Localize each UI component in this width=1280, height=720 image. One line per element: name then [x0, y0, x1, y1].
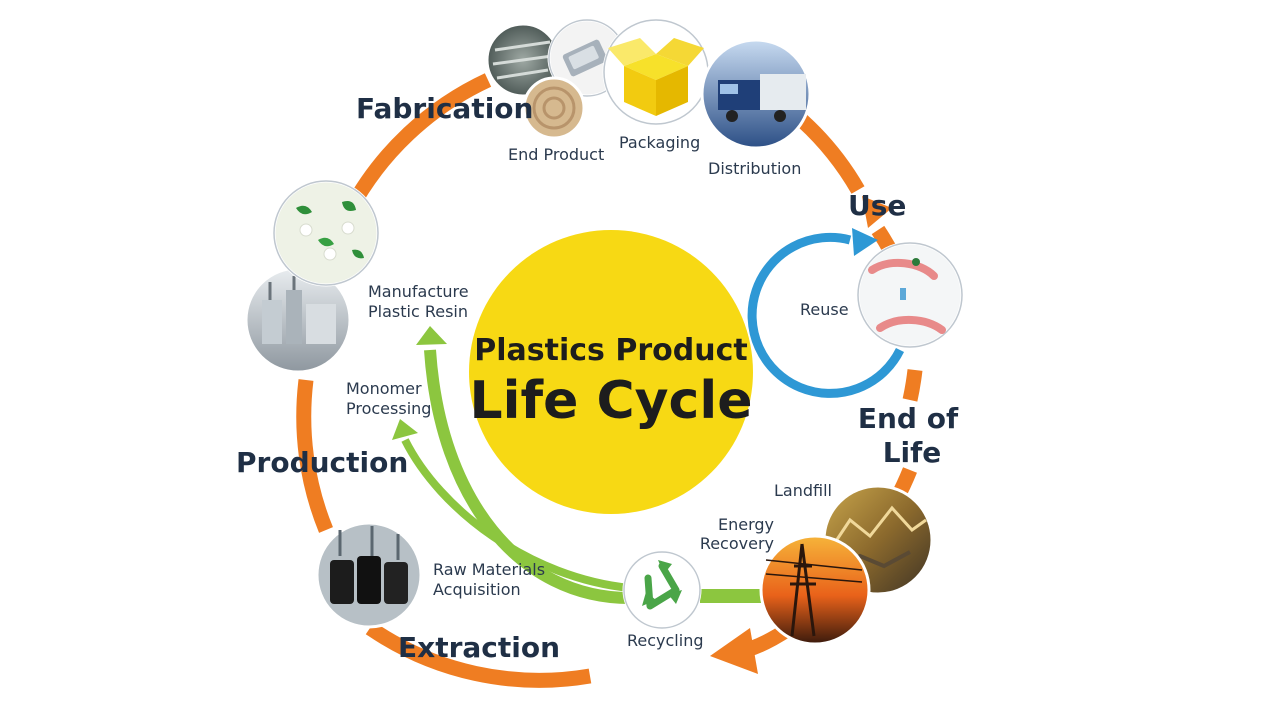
- factory-photo-icon: [244, 266, 352, 374]
- stage-label-fabrication: Fabrication: [356, 92, 533, 125]
- reuse-arrowhead: [852, 228, 878, 256]
- cycle-arc-production: [296, 379, 333, 533]
- step-label-raw-materials-1: Raw Materials: [433, 560, 545, 579]
- step-label-manufacture-1: Manufacture: [368, 282, 469, 301]
- recycle-arrow-to-monomer: [401, 438, 631, 592]
- center-circle: [469, 230, 753, 514]
- box-photo-icon: [602, 18, 710, 126]
- cycle-arrow-energy-to-recycling: [710, 621, 795, 674]
- truck-photo-icon: [700, 38, 812, 150]
- step-label-monomer-1: Monomer: [346, 379, 422, 398]
- step-label-monomer-2: Processing: [346, 399, 431, 418]
- recycle-arrowhead-monomer: [392, 419, 418, 440]
- step-label-recycling: Recycling: [627, 631, 704, 650]
- stage-label-extraction: Extraction: [398, 631, 560, 664]
- recycle-arrow-to-resin: [424, 349, 631, 604]
- end-product-photo-icon: [522, 76, 586, 140]
- recycling-symbol-icon: [622, 550, 702, 630]
- step-label-raw-materials-2: Acquisition: [433, 580, 521, 599]
- stage-label-end-of-life-1: End of: [858, 402, 959, 435]
- barrels-photo-icon: [315, 521, 423, 629]
- title-line-1: Plastics Product: [474, 333, 747, 368]
- stage-label-production: Production: [236, 446, 408, 479]
- hands-photo-icon: [856, 241, 964, 349]
- step-label-energy-1: Energy: [718, 515, 774, 534]
- step-label-end-product: End Product: [508, 145, 604, 164]
- step-label-reuse: Reuse: [800, 300, 849, 319]
- reuse-loop: [747, 228, 905, 398]
- power-tower-photo-icon: [759, 534, 871, 646]
- resin-pellets-photo-icon: [272, 179, 380, 287]
- cycle-arc-extraction: [365, 621, 592, 688]
- cycle-arc-fabrication: [343, 73, 492, 214]
- recycle-arrowhead-resin: [416, 326, 447, 345]
- stage-label-use: Use: [848, 189, 906, 222]
- center-title: Plastics Product Life Cycle: [469, 230, 753, 514]
- cycle-arc-end-of-life: [902, 369, 923, 402]
- step-label-energy-2: Recovery: [700, 534, 774, 553]
- step-label-landfill: Landfill: [774, 481, 832, 500]
- step-label-manufacture-2: Plastic Resin: [368, 302, 468, 321]
- recycle-arrows: [392, 326, 772, 604]
- stage-label-end-of-life-2: Life: [883, 436, 942, 469]
- title-line-2: Life Cycle: [470, 371, 753, 431]
- step-label-distribution: Distribution: [708, 159, 801, 178]
- cycle-arrowhead-use: [862, 196, 892, 228]
- step-label-packaging: Packaging: [619, 133, 700, 152]
